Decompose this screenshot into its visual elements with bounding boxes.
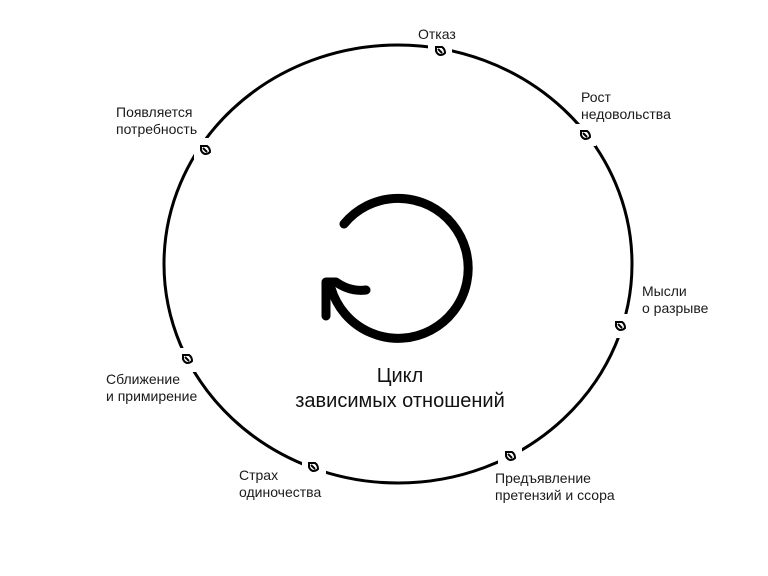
stage-marker-icon [200, 145, 211, 156]
stage-label-line: недовольства [581, 106, 671, 122]
cycle-ring [162, 43, 634, 485]
stage-marker-icon [435, 46, 446, 57]
stage-label-line: Предъявление [495, 470, 591, 486]
stage-label-line: Мысли [642, 283, 687, 299]
stage-label-fear-of-loneliness: Страх одиночества [239, 467, 321, 501]
stage-label-line: претензий и ссора [495, 487, 615, 503]
stage-label-line: Сближение [106, 371, 180, 387]
cycle-arrow-icon [321, 193, 473, 343]
stage-label-need-appears: Появляется потребность [116, 104, 197, 138]
stage-label-refusal: Отказ [418, 26, 456, 43]
stage-label-line: Отказ [418, 26, 456, 42]
stage-label-growing-discontent: Рост недовольства [581, 89, 671, 123]
stage-label-line: Появляется [116, 104, 193, 120]
diagram-title-line2: зависимых отношений [295, 390, 505, 412]
stage-label-line: потребность [116, 121, 198, 137]
stage-label-line: и примирение [106, 388, 198, 404]
stage-marker-icon [580, 130, 591, 141]
stage-marker-icon [182, 354, 193, 365]
stage-marker-icon [308, 462, 319, 473]
stage-label-line: одиночества [239, 484, 322, 500]
stage-label-reconciliation: Сближение и примирение [106, 371, 197, 405]
stage-label-line: Страх [239, 467, 279, 483]
stage-label-thoughts-of-breakup: Мысли о разрыве [642, 283, 708, 317]
stage-marker-icon [505, 451, 516, 462]
diagram-title: Цикл зависимых отношений [250, 364, 550, 414]
stage-label-line: Рост [581, 89, 611, 105]
stage-label-line: о разрыве [642, 300, 709, 316]
stage-label-claims-and-quarrel: Предъявление претензий и ссора [495, 470, 615, 504]
stage-marker-icon [615, 321, 626, 332]
diagram-title-line1: Цикл [376, 365, 424, 387]
